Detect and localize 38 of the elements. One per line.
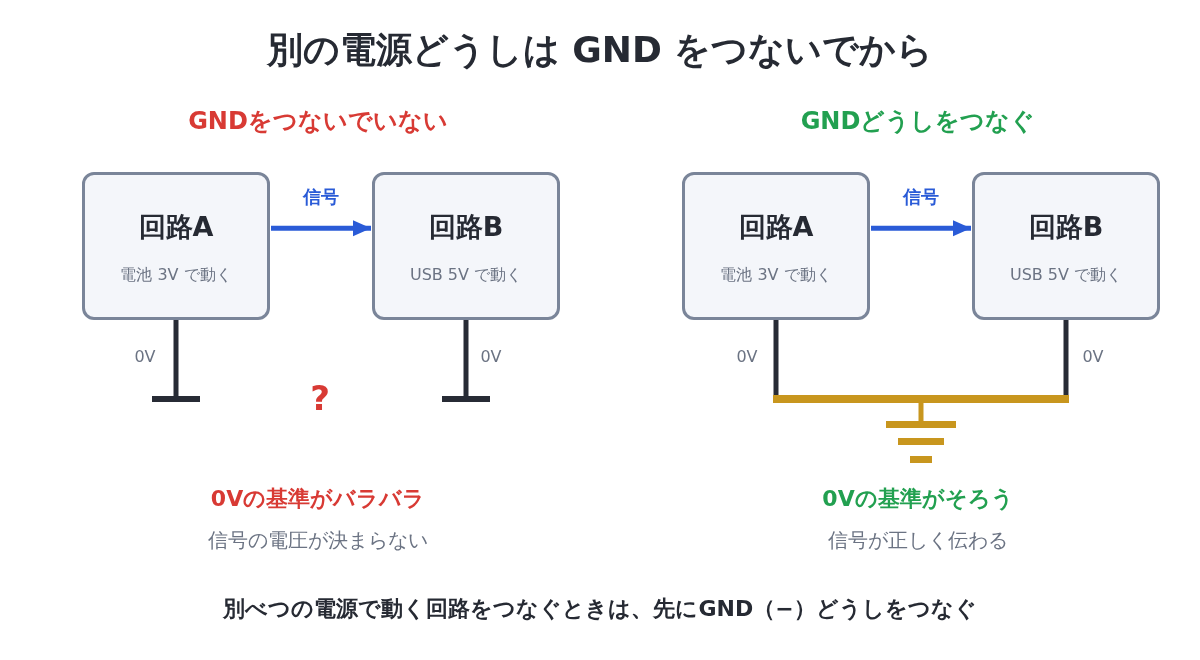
result-text: 信号が正しく伝わる [828, 528, 1008, 552]
ground-bar [152, 396, 200, 402]
edge-label: 信号 [901, 186, 941, 208]
title: 別の電源どうしは GND をつないでから [266, 28, 934, 72]
voltage-label: 0V [1082, 347, 1104, 367]
wire [1063, 320, 1069, 395]
arrow [271, 220, 371, 237]
box-subtitle: 電池 3V で動く [719, 265, 833, 286]
box-title: 回路A [737, 210, 815, 244]
wire [463, 320, 469, 396]
panel-heading: GNDどうしをつなぐ [800, 107, 1036, 136]
box-title: 回路B [427, 210, 505, 244]
arrow [871, 220, 971, 237]
caption: 別べつの電源で動く回路をつなぐときは、先にGND（−）どうしをつなぐ [223, 596, 977, 623]
circuit-box [682, 172, 870, 320]
panel-heading: GNDをつないでいない [188, 107, 448, 136]
wire [173, 320, 179, 396]
circuit-box [972, 172, 1160, 320]
circuit-box [82, 172, 270, 320]
box-subtitle: USB 5V で動く [1008, 265, 1124, 286]
voltage-label: 0V [480, 347, 502, 367]
box-title: 回路A [137, 210, 215, 244]
box-title: 回路B [1027, 210, 1105, 244]
result-heading: 0Vの基準がそろう [822, 486, 1014, 513]
wire [773, 320, 779, 395]
circuit-box [372, 172, 560, 320]
ground-symbol [886, 421, 956, 465]
question-mark: ? [310, 378, 330, 419]
voltage-label: 0V [736, 347, 758, 367]
box-subtitle: USB 5V で動く [408, 265, 524, 286]
wire [918, 403, 924, 421]
result-text: 信号の電圧が決まらない [208, 528, 428, 552]
box-subtitle: 電池 3V で動く [119, 265, 233, 286]
ground-bar [442, 396, 490, 402]
edge-label: 信号 [301, 186, 341, 208]
voltage-label: 0V [134, 347, 156, 367]
ground-bar [773, 395, 1069, 403]
result-heading: 0Vの基準がバラバラ [210, 486, 426, 513]
